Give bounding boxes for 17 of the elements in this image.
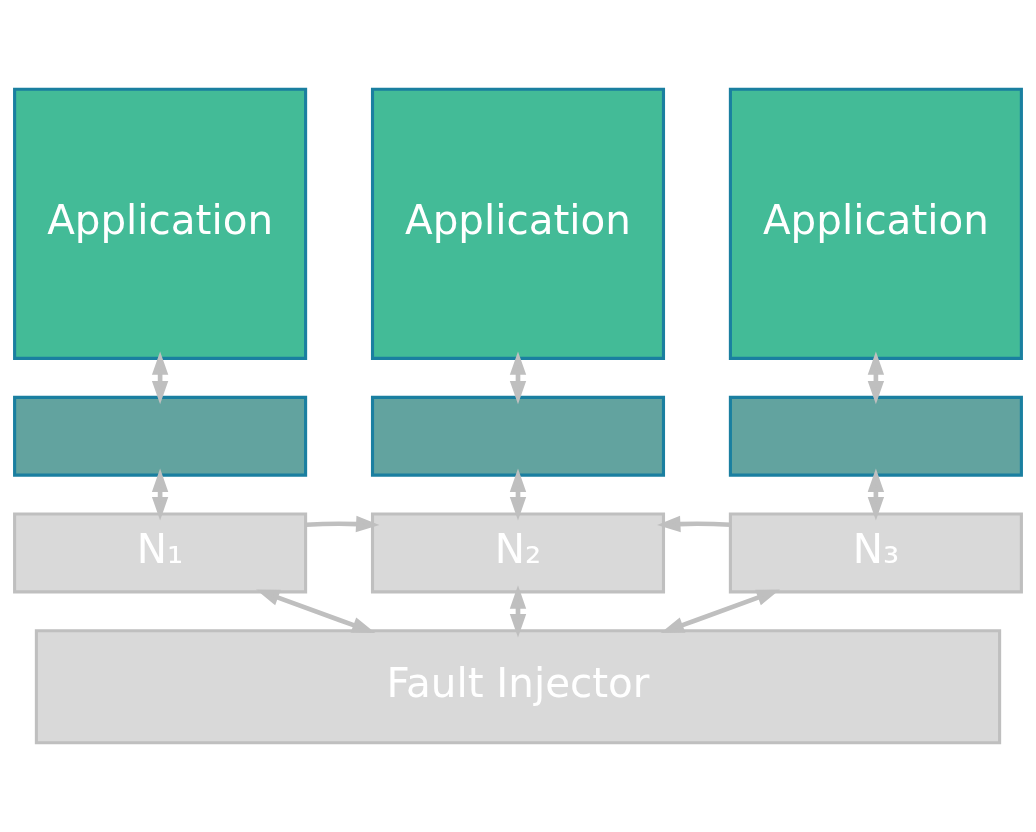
arrow: [151, 468, 169, 521]
arrow: [306, 515, 380, 533]
arrow: [509, 351, 527, 405]
node-box: Application: [728, 87, 1023, 360]
arrow: [660, 589, 780, 634]
arrow: [509, 585, 527, 638]
node-box: [13, 395, 308, 477]
arrow: [657, 515, 731, 533]
node-box: [370, 395, 666, 477]
arrow: [151, 351, 169, 405]
node-box: Application: [13, 87, 308, 360]
arrow: [867, 351, 885, 405]
arrow: [867, 468, 885, 521]
node-box: Application: [370, 87, 666, 360]
arrow: [256, 589, 376, 634]
node-box: [728, 395, 1023, 477]
arrow: [509, 468, 527, 521]
